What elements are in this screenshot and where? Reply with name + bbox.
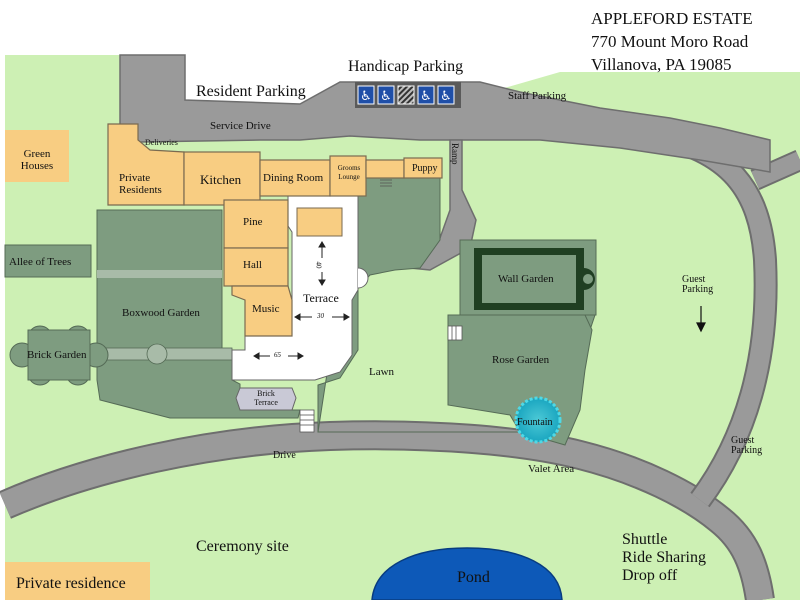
terrace-length-label: 65 (274, 351, 281, 359)
music-building (231, 285, 293, 337)
puppy-building (403, 157, 443, 179)
hall-building (223, 247, 289, 287)
drive-label: Drive (273, 450, 296, 461)
arrow-down-icon (696, 306, 706, 333)
service-drive-label: Service Drive (210, 120, 271, 132)
terrace-depth-label: 40 (314, 261, 323, 269)
handicap-spaces: ♿ ♿ ♿ ♿ (357, 85, 455, 105)
estate-street: 770 Mount Moro Road (591, 32, 749, 51)
wall-garden-area (474, 248, 595, 310)
valet-area-label: Valet Area (528, 463, 575, 475)
terrace-dimension-arrows (253, 241, 350, 360)
lawn-label: Lawn (369, 366, 395, 378)
shuttle-label: Shuttle (622, 531, 668, 548)
pine-label: Pine (243, 216, 263, 228)
grooms-lounge-label: Grooms Lounge (337, 164, 361, 181)
resident-parking-label: Resident Parking (196, 83, 306, 100)
allee-of-trees-label: Allee of Trees (9, 256, 72, 268)
fountain-label: Fountain (517, 417, 553, 428)
ceremony-site-label: Ceremony site (196, 538, 289, 555)
private-residents-building (107, 123, 185, 206)
green-houses-area (5, 130, 69, 182)
brick-terrace-label: Brick Terrace (254, 389, 278, 407)
svg-text:♿: ♿ (380, 89, 392, 104)
pine-building (223, 199, 289, 249)
estate-city: Villanova, PA 19085 (591, 55, 732, 74)
private-residence-label: Private residence (16, 575, 126, 592)
rose-garden-label: Rose Garden (492, 354, 550, 366)
guest-parking-label: Guest Parking (682, 274, 714, 295)
allee-of-trees-area (4, 244, 92, 278)
wheelchair-icon: ♿ (417, 85, 435, 105)
service-drive-road (119, 54, 771, 173)
dining-room-label: Dining Room (263, 172, 324, 184)
ride-sharing-label: Ride Sharing (622, 549, 706, 566)
connector-building (365, 159, 405, 179)
wheelchair-icon: ♿ (357, 85, 375, 105)
private-residence-area (5, 562, 150, 600)
hall-label: Hall (243, 259, 262, 271)
drop-off-label: Drop off (622, 567, 678, 584)
fountain-icon (514, 396, 562, 444)
wheelchair-icon: ♿ (437, 85, 455, 105)
striped-no-parking-icon (397, 85, 415, 105)
estate-name: APPLEFORD ESTATE (591, 9, 753, 28)
green-houses-label: Green Houses (20, 148, 54, 172)
brick-terrace-area (235, 387, 297, 411)
boxwood-garden-label: Boxwood Garden (122, 307, 200, 319)
ramp-label: Ramp (450, 143, 460, 165)
kitchen-label: Kitchen (200, 172, 242, 187)
dining-room-building (259, 159, 331, 197)
brick-garden-label: Brick Garden (27, 349, 87, 361)
wall-garden-label: Wall Garden (498, 273, 554, 285)
svg-text:♿: ♿ (360, 89, 372, 104)
private-residents-label: Private Residents (119, 172, 162, 196)
staff-parking-label: Staff Parking (508, 90, 567, 102)
wheelchair-icon: ♿ (377, 85, 395, 105)
grooms-lounge-building (329, 155, 367, 197)
music-label: Music (252, 303, 280, 315)
brick-garden-area (9, 325, 109, 386)
handicap-parking-label: Handicap Parking (348, 58, 464, 75)
steps-icon (299, 409, 315, 433)
pond-area (371, 547, 563, 601)
ramp-road (408, 139, 477, 271)
estate-address: APPLEFORD ESTATE 770 Mount Moro Road Vil… (591, 7, 753, 76)
terrace-label: Terrace (303, 291, 339, 305)
svg-text:♿: ♿ (440, 89, 452, 104)
deliveries-label: Deliveries (145, 138, 178, 147)
pond-label: Pond (457, 569, 490, 586)
puppy-label: Puppy (412, 163, 438, 174)
svg-text:♿: ♿ (420, 89, 432, 104)
terrace-area (231, 195, 359, 381)
terrace-width-label: 30 (317, 312, 324, 320)
guest-parking-label-2: Guest Parking (731, 435, 763, 456)
